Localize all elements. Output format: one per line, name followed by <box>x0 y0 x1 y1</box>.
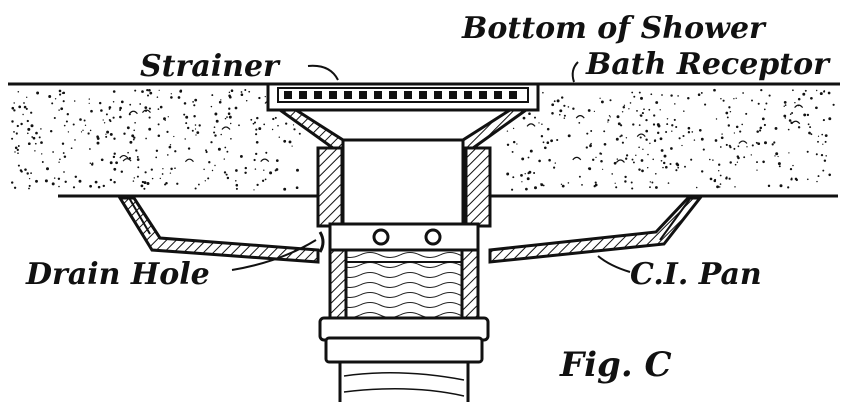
drain-hole-leader <box>231 239 317 271</box>
collar-walls <box>316 146 492 228</box>
leader-lines <box>231 61 631 273</box>
strainer-label: Strainer <box>140 49 281 84</box>
drain-collar-band <box>318 222 480 253</box>
strainer-teeth <box>284 91 517 99</box>
ci-pan <box>117 196 704 264</box>
strainer-grate <box>266 82 540 112</box>
pipe-hub <box>318 316 490 364</box>
pan-inner-line-right <box>659 195 693 241</box>
lower-pipe <box>328 248 480 322</box>
receptor-label-line1: Bottom of Shower <box>461 11 767 46</box>
pan-label: C.I. Pan <box>630 257 762 292</box>
weep-hole-left <box>372 228 390 246</box>
receptor-label-line2: Bath Receptor <box>585 47 831 82</box>
pan-inner-line-left <box>127 195 151 235</box>
receptor-leader <box>571 61 579 83</box>
drain-hole-label: Drain Hole <box>25 257 210 292</box>
pipe-below-hub <box>338 362 470 402</box>
drain-hole-opening <box>318 231 325 253</box>
funnel-throat <box>341 138 465 227</box>
pan-leader <box>597 255 631 273</box>
strainer-leader <box>307 64 339 81</box>
figure-label: Fig. C <box>559 345 672 385</box>
weep-hole-right <box>424 228 442 246</box>
